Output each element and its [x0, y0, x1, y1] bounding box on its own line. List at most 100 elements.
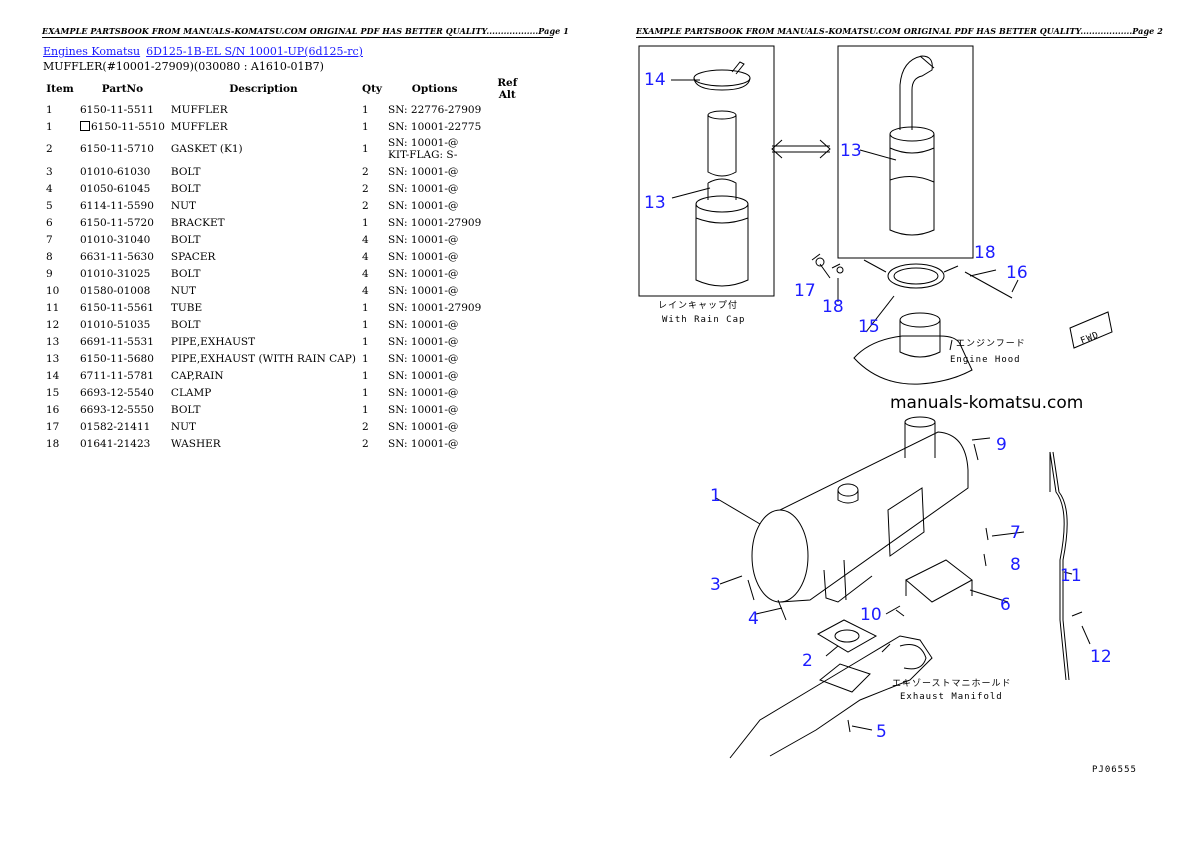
label-with-rain-cap: With Rain Cap: [662, 315, 745, 325]
cell-options: SN: 10001-@: [385, 316, 484, 333]
cell-item: 17: [46, 420, 60, 433]
cell-refalt: [484, 282, 530, 299]
cell-refalt: [484, 384, 530, 401]
cell-partno: 01010-31040: [80, 233, 151, 246]
cell-partno: 6150-11-5561: [80, 301, 154, 314]
cell-refalt: [484, 316, 530, 333]
callout-13-inset-left: 13: [644, 193, 666, 213]
cell-item: 13: [46, 335, 60, 348]
callout-18-right: 18: [974, 243, 996, 263]
breadcrumb-link-engines[interactable]: Engines Komatsu: [43, 45, 141, 58]
cell-qty: 1: [361, 335, 369, 348]
cell-options: SN: 10001-@: [385, 265, 484, 282]
cell-description: NUT: [170, 284, 196, 297]
cell-qty: 1: [361, 318, 369, 331]
alt-part-marker-icon: [80, 120, 90, 131]
cell-item: 6: [46, 216, 53, 229]
callout-12: 12: [1090, 647, 1112, 667]
cell-qty: 1: [361, 216, 369, 229]
cell-partno: 01580-01008: [80, 284, 151, 297]
options-line-kitflag: KIT-FLAG: S-: [388, 149, 458, 161]
cell-options: SN: 10001-@: [385, 180, 484, 197]
cell-description: BOLT: [170, 233, 201, 246]
cell-options: SN: 10001-@: [385, 231, 484, 248]
col-header-item: Item: [46, 83, 74, 95]
cell-refalt: [484, 367, 530, 384]
cell-item: 1: [46, 103, 53, 116]
options-line: SN: 10001-27909: [388, 216, 482, 229]
cell-partno: 01010-61030: [80, 165, 151, 178]
cell-item: 3: [46, 165, 53, 178]
breadcrumb-link-model[interactable]: 6D125-1B-EL S/N 10001-UP(6d125-rc): [146, 45, 363, 58]
cell-item: 11: [46, 301, 60, 314]
callout-17: 17: [794, 281, 816, 301]
fwd-indicator: [1069, 311, 1113, 349]
callout-9: 9: [996, 435, 1007, 455]
options-line: SN: 10001-@: [388, 267, 459, 280]
cell-refalt: [484, 333, 530, 350]
cell-options: SN: 22776-27909: [385, 101, 484, 118]
callout-16: 16: [1006, 263, 1028, 283]
cell-qty: 4: [361, 284, 369, 297]
cell-description: BOLT: [170, 267, 201, 280]
cell-options: SN: 10001-@: [385, 384, 484, 401]
cell-qty: 1: [361, 120, 369, 133]
cell-item: 14: [46, 369, 60, 382]
cell-description: BRACKET: [170, 216, 225, 229]
cell-options: SN: 10001-@: [385, 333, 484, 350]
cell-description: NUT: [170, 199, 196, 212]
callout-6: 6: [1000, 595, 1011, 615]
callout-18-left: 18: [822, 297, 844, 317]
cell-refalt: [484, 231, 530, 248]
label-exhaust-manifold: Exhaust Manifold: [900, 692, 1003, 702]
cell-qty: 4: [361, 267, 369, 280]
callout-7: 7: [1010, 523, 1021, 543]
cell-qty: 2: [361, 437, 369, 450]
cell-description: TUBE: [170, 301, 203, 314]
figure-code: PJ06555: [1092, 765, 1137, 775]
partno-text: 6150-11-5510: [91, 120, 165, 133]
cell-refalt: [484, 180, 530, 197]
cell-qty: 4: [361, 250, 369, 263]
inset-box-pipe: [837, 45, 974, 259]
cell-description: PIPE,EXHAUST (WITH RAIN CAP): [170, 352, 356, 365]
cell-options: SN: 10001-@: [385, 197, 484, 214]
options-line: SN: 10001-@: [388, 420, 459, 433]
callout-10: 10: [860, 605, 882, 625]
cell-description: PIPE,EXHAUST: [170, 335, 256, 348]
options-line: SN: 10001-@: [388, 199, 459, 212]
cell-refalt: [484, 101, 530, 118]
table-header-row: Item PartNo Description Qty Options Ref …: [43, 77, 530, 101]
options-line: SN: 10001-@: [388, 403, 459, 416]
cell-item: 5: [46, 199, 53, 212]
cell-partno: 01641-21423: [80, 437, 151, 450]
callout-8: 8: [1010, 555, 1021, 575]
cell-refalt: [484, 118, 530, 135]
callout-4: 4: [748, 609, 759, 629]
options-line: SN: 10001-@: [388, 369, 459, 382]
page-header-left: EXAMPLE PARTSBOOK FROM MANUALS-KOMATSU.C…: [42, 26, 569, 38]
inset-box-raincap: [638, 45, 775, 297]
col-header-partno: PartNo: [101, 83, 144, 95]
cell-description: BOLT: [170, 182, 201, 195]
cell-options: SN: 10001-27909: [385, 299, 484, 316]
cell-qty: 1: [361, 103, 369, 116]
cell-options: SN: 10001-22775: [385, 118, 484, 135]
cell-qty: 1: [361, 386, 369, 399]
cell-qty: 4: [361, 233, 369, 246]
cell-refalt: [484, 265, 530, 282]
cell-refalt: [484, 163, 530, 180]
cell-refalt: [484, 197, 530, 214]
cell-partno: 01010-31025: [80, 267, 151, 280]
options-line: SN: 10001-22775: [388, 120, 482, 133]
callout-1: 1: [710, 486, 721, 506]
